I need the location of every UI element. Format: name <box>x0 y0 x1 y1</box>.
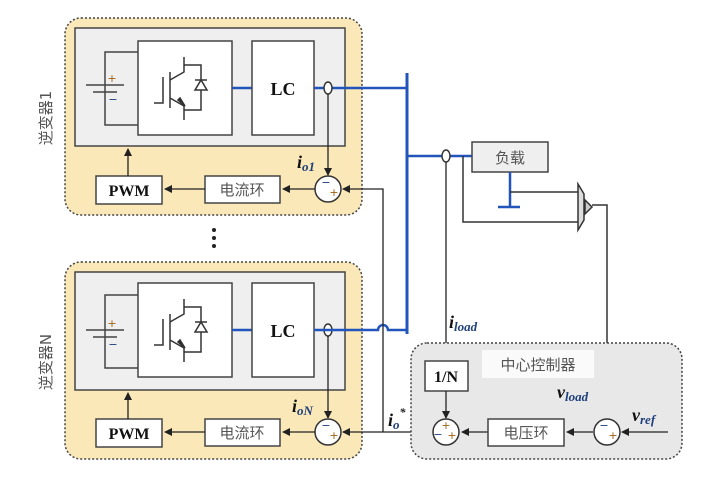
sum-c-plus-right: + <box>447 429 456 442</box>
load-current-sensor-icon <box>441 149 451 163</box>
current-loop-1-box <box>204 175 281 204</box>
converter-n-box <box>137 282 233 378</box>
pwm-1-box <box>95 175 163 205</box>
i-o-star-label: io* <box>388 405 407 432</box>
current-loop-n-box <box>204 418 281 447</box>
controller-title: 中心控制器 <box>500 356 575 374</box>
battery-n-minus: − <box>108 338 117 351</box>
battery-n-plus: + <box>107 317 116 330</box>
current-n-label: ioN <box>292 396 314 418</box>
pwm-n-box <box>95 418 163 448</box>
sum-c-minus: − <box>433 428 442 441</box>
inverter-n-label: 逆变器N <box>37 334 55 390</box>
lc-filter-1-label: LC <box>270 79 295 99</box>
i-load-label: iload <box>449 312 478 334</box>
battery-minus: − <box>108 93 117 106</box>
inverter-1-label: 逆变器1 <box>37 91 55 146</box>
load-box <box>471 141 549 173</box>
inverter-n-block: + − LC ioN − + 电流环 PWM 逆变器N <box>37 261 363 460</box>
v-load-label: vload <box>557 382 589 404</box>
battery-icon <box>86 294 138 369</box>
sum-n-minus: − <box>321 419 330 432</box>
sum-junction-controller <box>432 418 460 446</box>
voltage-loop-box <box>487 418 565 447</box>
inverter-1-block: + − LC io1 − + 电流环 PWM 逆变器1 <box>37 17 407 216</box>
current-sensor-1-icon <box>323 81 333 95</box>
battery-plus: + <box>107 72 116 85</box>
divider-box <box>424 360 469 392</box>
igbt-icon <box>154 299 209 362</box>
sum-junction-voltage <box>593 418 621 446</box>
sum-1-plus: + <box>329 186 338 199</box>
lc-filter-n-box <box>251 282 315 378</box>
ellipsis-icon <box>212 228 216 248</box>
igbt-icon <box>154 57 209 120</box>
converter-box <box>137 40 233 136</box>
central-controller: 中心控制器 1/N + + − 电压环 − + vload vref <box>410 342 683 460</box>
voltage-loop-label: 电压环 <box>503 424 548 442</box>
sum-n-plus: + <box>329 429 338 442</box>
current-loop-1-label: 电流环 <box>219 181 264 199</box>
sum-v-plus: + <box>608 429 617 442</box>
pwm-1-label: PWM <box>109 183 150 200</box>
v-ref-label: vref <box>632 405 657 427</box>
battery-icon <box>86 51 138 126</box>
load-label: 负载 <box>495 149 525 167</box>
divider-label: 1/N <box>434 369 458 386</box>
current-1-label: io1 <box>297 152 315 174</box>
sum-v-minus: − <box>599 419 608 432</box>
lc-filter-n-label: LC <box>270 321 295 341</box>
pwm-n-label: PWM <box>109 426 150 443</box>
sum-1-minus: − <box>321 176 330 189</box>
controller-title-bg <box>482 350 594 378</box>
current-loop-n-label: 电流环 <box>219 424 264 442</box>
sum-c-plus-top: + <box>441 419 450 432</box>
